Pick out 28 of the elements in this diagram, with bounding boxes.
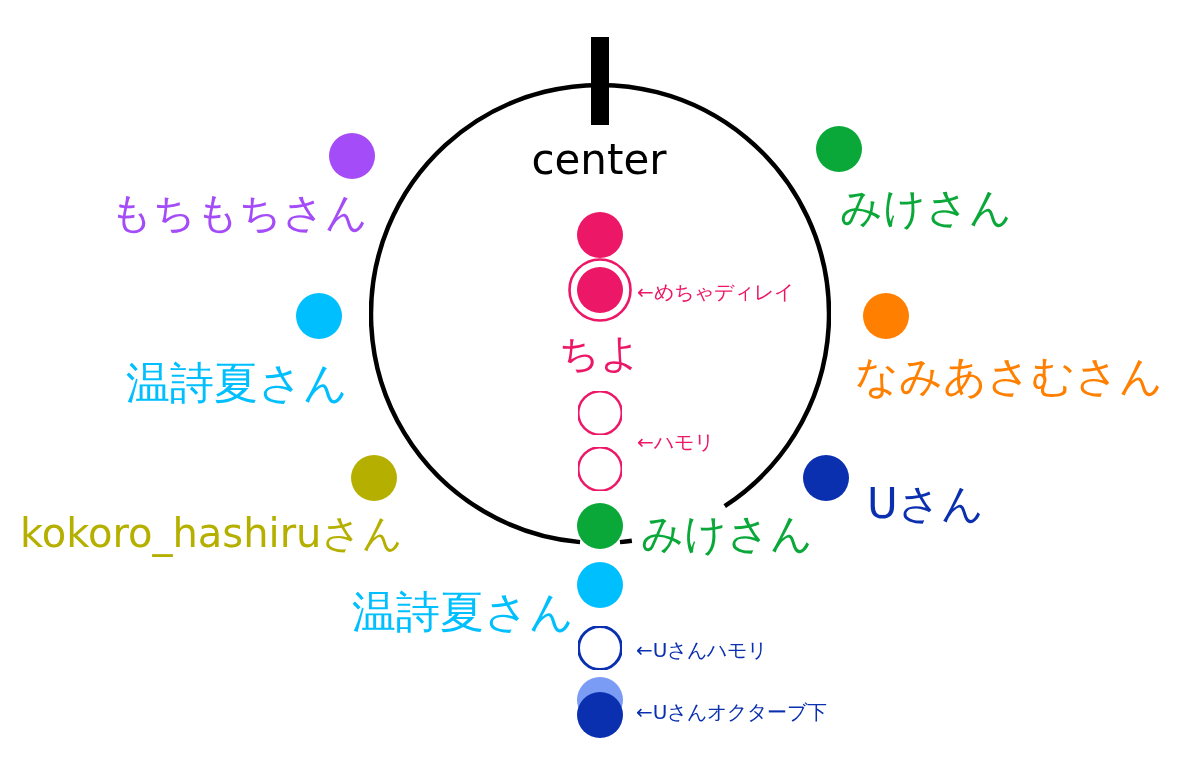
note-label: ←Uさんハモリ	[636, 638, 768, 662]
singer-name: 温詩夏さん	[126, 356, 348, 410]
singer-name: もちもちさん	[110, 187, 368, 239]
voice-ring	[578, 447, 622, 491]
singer-name: 温詩夏さん	[352, 585, 574, 639]
voice-dot	[863, 293, 909, 339]
voice-dot	[577, 692, 623, 738]
ringed-voice-dot	[568, 258, 632, 322]
voice-dot	[577, 562, 623, 608]
note-label: ←めちゃディレイ	[637, 280, 794, 304]
singer-name: みけさん	[840, 182, 1012, 234]
voice-dot	[296, 293, 342, 339]
singer-name: ちよ	[559, 329, 641, 377]
voice-dot	[351, 455, 397, 501]
singer-name: みけさん	[641, 508, 813, 560]
voice-dot	[803, 455, 849, 501]
note-label: ←Uさんオクターブ下	[636, 700, 828, 724]
voice-ring	[578, 391, 622, 435]
voice-dot	[329, 133, 375, 179]
singer-name: Uさん	[867, 478, 984, 530]
voice-dot	[577, 212, 623, 258]
voice-dot	[577, 503, 623, 549]
center-label: center	[531, 134, 667, 186]
voice-ring	[578, 626, 622, 670]
note-label: ←ハモリ	[637, 430, 714, 454]
singer-name: kokoro_hashiruさん	[20, 509, 404, 557]
voice-dot	[816, 126, 862, 172]
singer-name: なみあさむさん	[855, 351, 1163, 403]
